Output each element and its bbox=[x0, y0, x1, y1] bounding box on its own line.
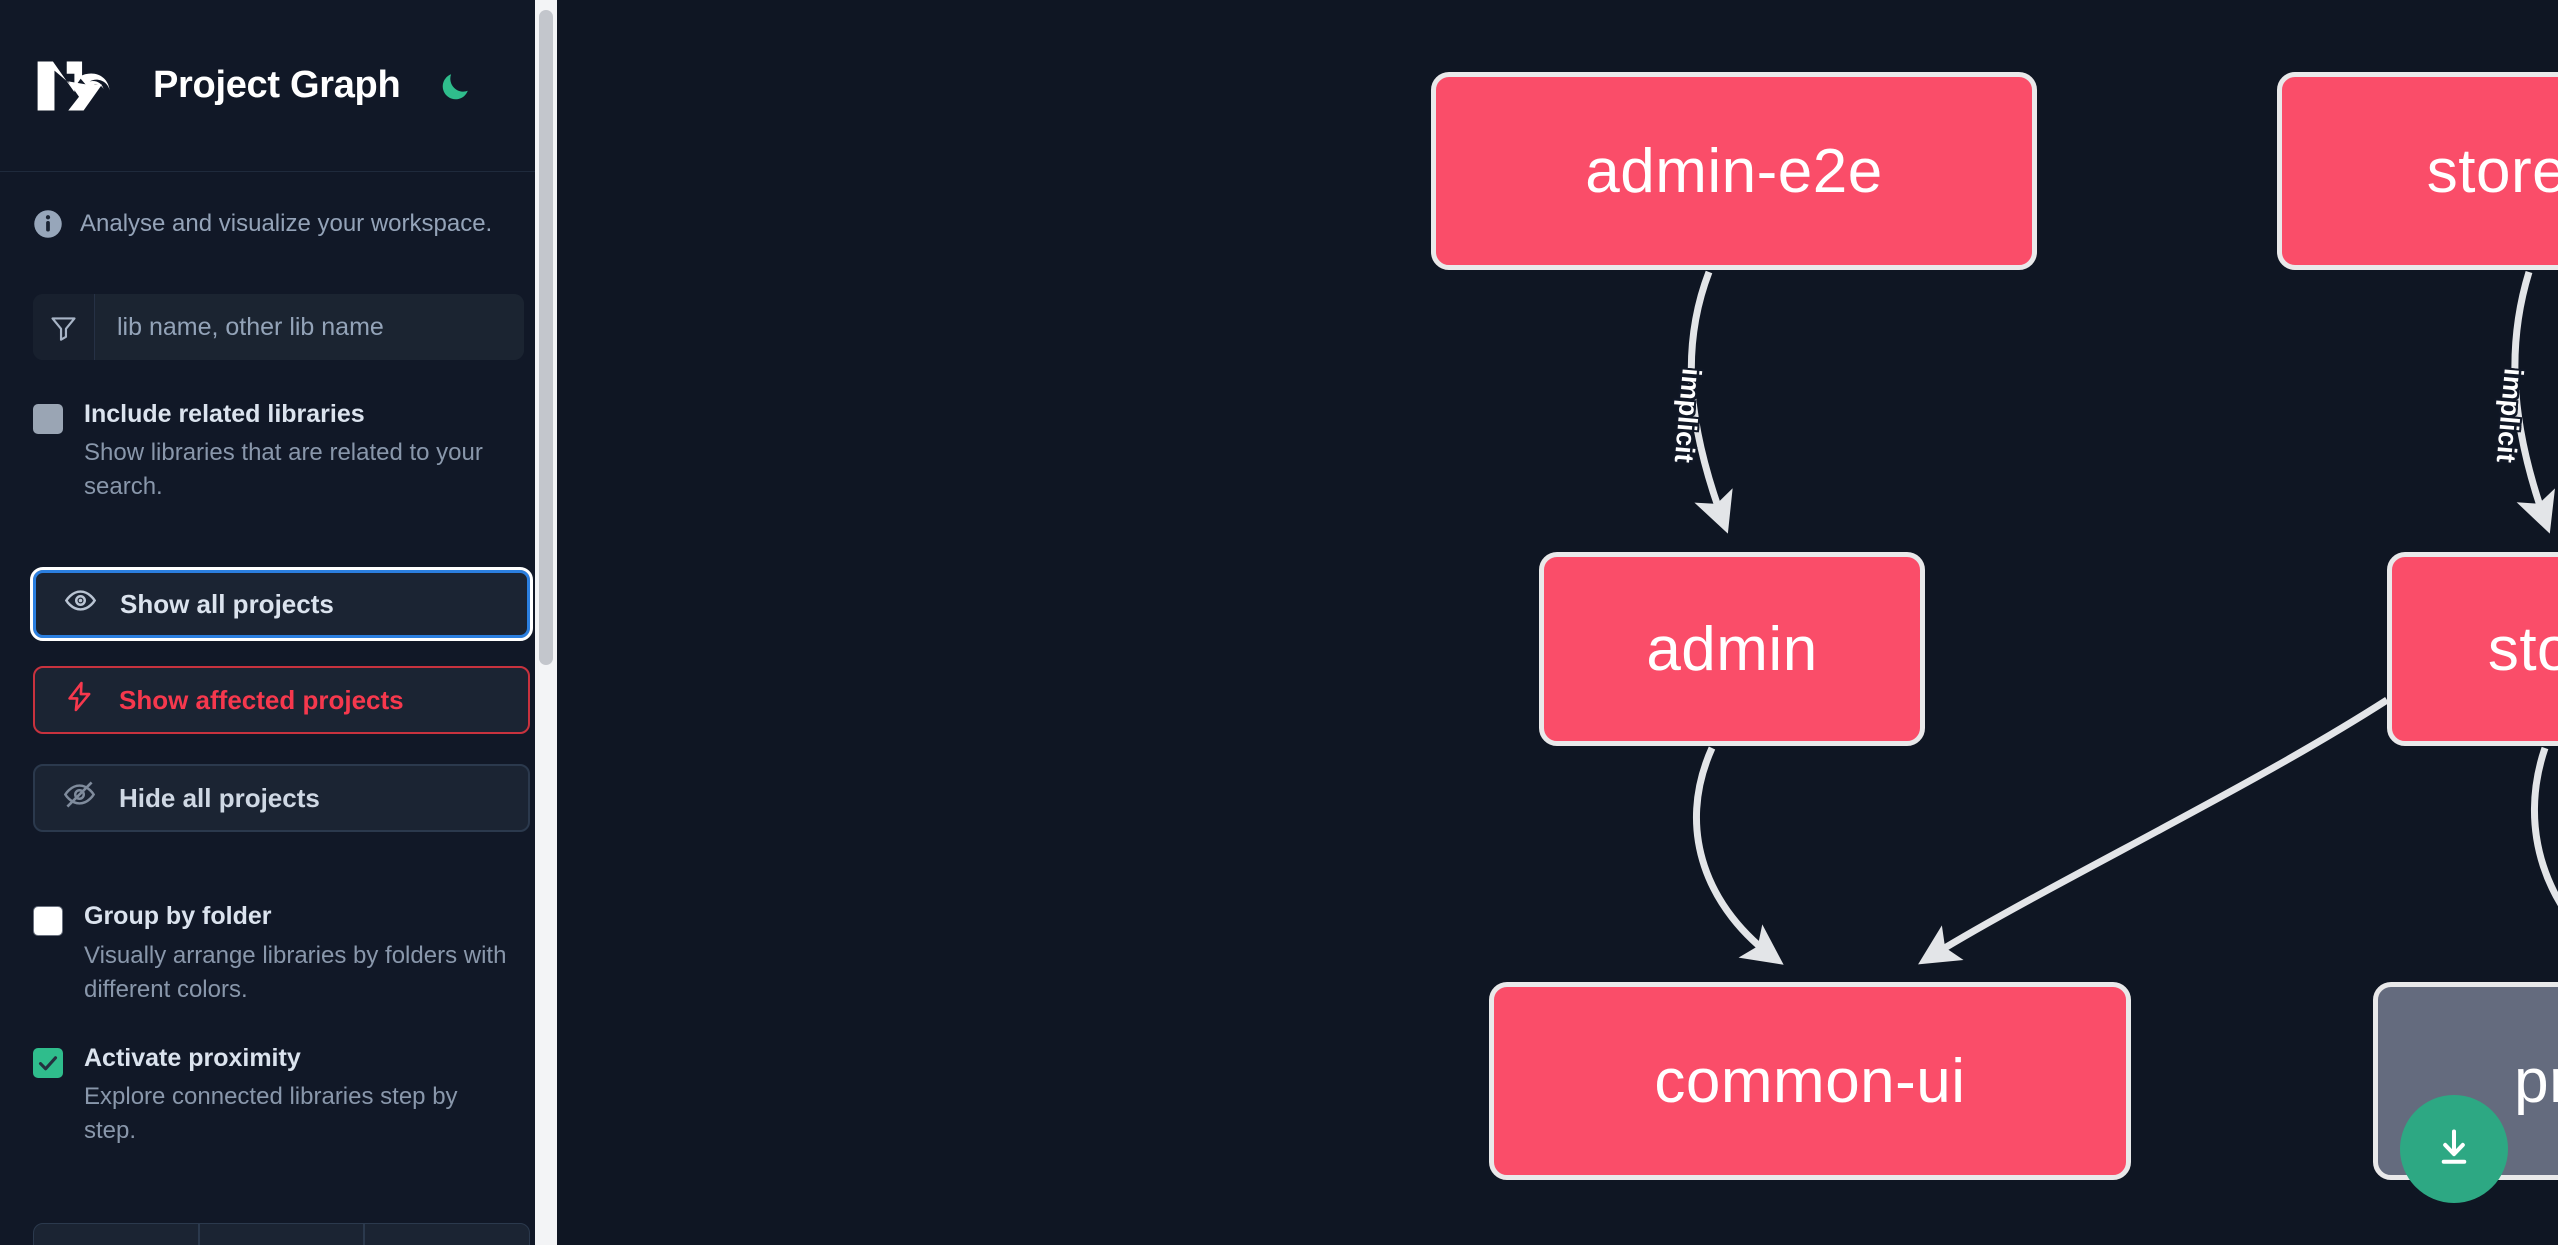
option-activate-proximity[interactable]: Activate proximity Explore connected lib… bbox=[33, 1043, 524, 1148]
edge-label-store-e2e-to-store: implicit bbox=[2490, 367, 2529, 464]
filter-icon[interactable] bbox=[33, 294, 95, 360]
tagline-text: Analyse and visualize your workspace. bbox=[80, 210, 493, 237]
option-title: Group by folder bbox=[84, 902, 272, 931]
sidebar-header: Project Graph bbox=[0, 0, 557, 172]
option-title: Activate proximity bbox=[84, 1043, 301, 1072]
show-all-projects-button[interactable]: Show all projects bbox=[30, 567, 533, 642]
sidebar: Project Graph Analyse and visualize your… bbox=[0, 0, 557, 1245]
bottom-button-group[interactable] bbox=[33, 1223, 531, 1245]
node-label: store bbox=[2487, 614, 2558, 684]
lightning-icon bbox=[63, 680, 96, 720]
sidebar-scrollbar-thumb[interactable] bbox=[539, 10, 553, 665]
show-affected-projects-label: Show affected projects bbox=[119, 684, 404, 715]
show-all-projects-label: Show all projects bbox=[120, 588, 334, 619]
search-bar bbox=[33, 294, 524, 360]
option-title: Include related libraries bbox=[84, 400, 365, 428]
node-label: store-e2e bbox=[2426, 136, 2558, 206]
node-label: products bbox=[2514, 1046, 2558, 1116]
graph-node-store-e2e[interactable]: store-e2e bbox=[2277, 72, 2558, 270]
node-label: admin-e2e bbox=[1585, 136, 1883, 206]
bottom-segment[interactable] bbox=[198, 1223, 365, 1245]
graph-node-admin[interactable]: admin bbox=[1539, 552, 1925, 746]
page-title: Project Graph bbox=[153, 64, 401, 106]
node-label: admin bbox=[1646, 614, 1818, 684]
show-affected-projects-button[interactable]: Show affected projects bbox=[33, 666, 530, 735]
download-icon bbox=[2431, 1125, 2477, 1174]
option-description: Explore connected libraries step by step… bbox=[84, 1083, 458, 1145]
edge-label-admin-e2e-to-admin: implicit bbox=[1668, 367, 1707, 464]
node-label: common-ui bbox=[1654, 1046, 1966, 1116]
option-description: Visually arrange libraries by folders wi… bbox=[84, 941, 507, 1003]
spacer bbox=[33, 504, 524, 540]
edge-store-to-common-ui bbox=[1918, 697, 2389, 965]
option-include-related-libraries[interactable]: Include related libraries Show libraries… bbox=[33, 399, 524, 504]
sidebar-body: Analyse and visualize your workspace. In… bbox=[0, 209, 557, 1148]
spacer bbox=[33, 832, 524, 862]
nx-logo-icon bbox=[33, 55, 125, 117]
graph-node-store[interactable]: store bbox=[2387, 552, 2558, 746]
edge-admin-to-common-ui bbox=[1692, 746, 1784, 965]
eye-slash-icon bbox=[63, 778, 96, 818]
sidebar-scrollbar[interactable] bbox=[535, 0, 557, 1245]
graph-canvas[interactable]: admin-e2e store-e2e admin store common-u… bbox=[557, 0, 2558, 1245]
download-button[interactable] bbox=[2400, 1095, 2508, 1203]
bottom-segment[interactable] bbox=[33, 1223, 199, 1245]
tagline: Analyse and visualize your workspace. bbox=[33, 209, 524, 239]
checkbox-activate-proximity[interactable] bbox=[33, 1047, 63, 1078]
info-icon bbox=[33, 209, 63, 239]
graph-node-common-ui[interactable]: common-ui bbox=[1489, 982, 2131, 1180]
checkbox-include-related-libraries[interactable] bbox=[33, 404, 63, 434]
hide-all-projects-button[interactable]: Hide all projects bbox=[33, 764, 530, 833]
checkbox-group-by-folder[interactable] bbox=[33, 906, 63, 937]
hide-all-projects-label: Hide all projects bbox=[119, 782, 320, 813]
bottom-segment[interactable] bbox=[364, 1223, 531, 1245]
edge-store-to-products bbox=[2530, 746, 2558, 907]
moon-icon[interactable] bbox=[434, 65, 476, 107]
option-group-by-folder[interactable]: Group by folder Visually arrange librari… bbox=[33, 901, 524, 1006]
eye-icon bbox=[64, 584, 97, 624]
search-input[interactable] bbox=[95, 294, 524, 360]
option-description: Show libraries that are related to your … bbox=[84, 439, 483, 501]
graph-node-admin-e2e[interactable]: admin-e2e bbox=[1431, 72, 2037, 270]
